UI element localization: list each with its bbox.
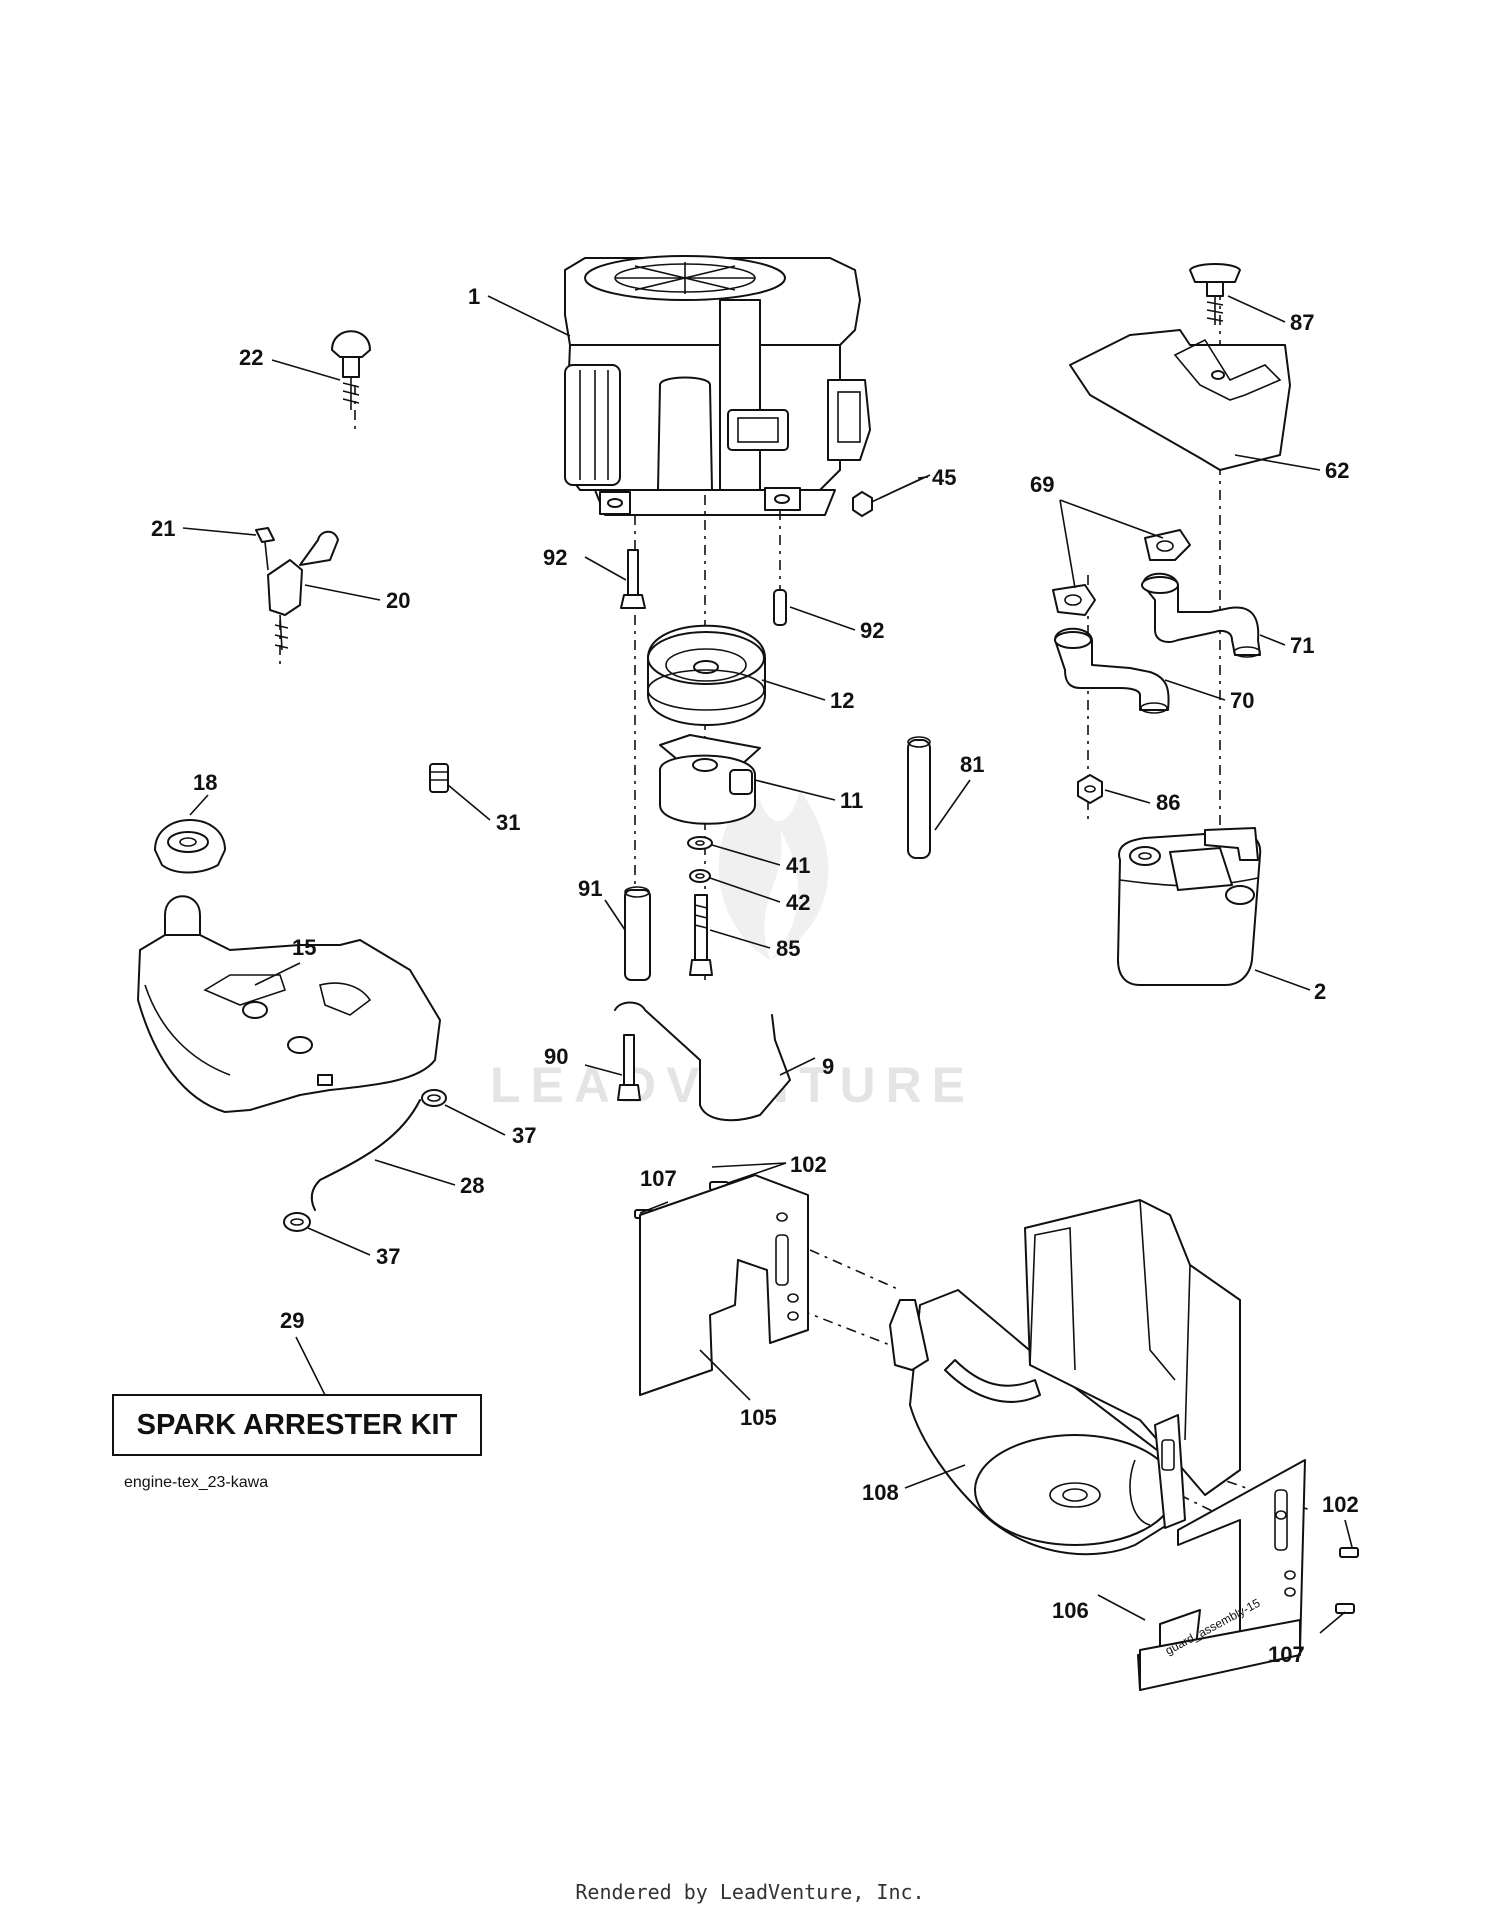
callout-105: 105 [740,1405,777,1430]
callout-107b: 107 [1268,1642,1305,1667]
callout-37a: 37 [512,1123,536,1148]
callout-108: 108 [862,1480,899,1505]
callout-18: 18 [193,770,217,795]
callout-9: 9 [822,1054,834,1079]
nut-86 [1077,774,1103,804]
callout-81: 81 [960,752,984,777]
callouts: 1 2 9 11 12 15 18 20 21 22 28 29 31 37 3… [151,284,1359,1667]
callout-91: 91 [578,876,602,901]
rod-81 [907,736,931,859]
callout-31: 31 [496,810,520,835]
screw-102-lower [1339,1547,1359,1558]
callout-107a: 107 [640,1166,677,1191]
callout-90: 90 [544,1044,568,1069]
callout-45: 45 [932,465,956,490]
callout-69: 69 [1030,472,1054,497]
clip-31 [429,763,449,793]
washers [687,836,713,883]
callout-1: 1 [468,284,480,309]
engine [564,255,871,516]
footer-credit: Rendered by LeadVenture, Inc. [575,1880,925,1904]
diagram-id: engine-tex_23-kawa [124,1474,269,1491]
callout-102b: 102 [1322,1492,1359,1517]
bracket-9 [614,1001,816,1122]
exhaust-pipe-70 [1054,627,1170,714]
callout-70: 70 [1230,688,1254,713]
clutch-11 [659,734,761,825]
screw-107-lower [1335,1603,1355,1614]
callout-21: 21 [151,516,175,541]
exhaust-pipe-71 [1141,572,1261,658]
callout-2: 2 [1314,979,1326,1004]
clamp-37-top [421,1089,447,1107]
callout-29: 29 [280,1308,304,1333]
bolt-92-left [620,549,646,609]
spacer-91 [624,886,651,981]
heat-shield-62 [1069,329,1291,471]
callout-102a: 102 [790,1152,827,1177]
callout-71: 71 [1290,633,1314,658]
guard-105 [639,1174,809,1396]
fuel-cap-18 [154,819,226,874]
callout-86: 86 [1156,790,1180,815]
throttle-20 [255,527,339,651]
callout-92b: 92 [860,618,884,643]
callout-85: 85 [776,936,800,961]
callout-41: 41 [786,853,810,878]
fuel-tank-15 [137,895,441,1113]
knob-22 [331,330,371,410]
gasket-69-left [1052,584,1096,616]
clamp-37-bottom [283,1212,311,1232]
bolt-92-right [773,589,787,626]
guard-106: guard_assembly-15 [1137,1459,1306,1691]
callout-87: 87 [1290,310,1314,335]
bolt-90 [617,1034,641,1101]
callout-106: 106 [1052,1598,1089,1623]
spark-arrester-kit-label: SPARK ARRESTER KIT [112,1394,482,1456]
gasket-69-right [1144,529,1191,561]
callout-92a: 92 [543,545,567,570]
knob-87 [1189,263,1241,325]
bolt-85 [689,894,713,976]
callout-28: 28 [460,1173,484,1198]
fuel-line-28 [310,1099,421,1211]
muffler-2 [1117,827,1262,986]
leader-lines [182,295,1353,1634]
guard-108 [889,1199,1241,1556]
callout-15: 15 [292,935,316,960]
pulley-12 [647,624,766,726]
callout-62: 62 [1325,458,1349,483]
bolt-45 [852,474,931,517]
callout-42: 42 [786,890,810,915]
callout-37b: 37 [376,1244,400,1269]
callout-22: 22 [239,345,263,370]
callout-12: 12 [830,688,854,713]
callout-11: 11 [840,788,863,813]
callout-20: 20 [386,588,410,613]
